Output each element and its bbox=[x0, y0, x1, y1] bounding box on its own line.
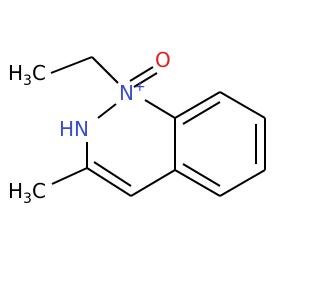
bond-c8a-n1 bbox=[144, 99, 176, 119]
bond-c8-c8-inner bbox=[182, 101, 221, 125]
bond-n1-o-a bbox=[129, 66, 154, 82]
atom-label-methyl-top: H3C bbox=[8, 61, 46, 89]
bond-c3-c4 bbox=[86, 167, 132, 197]
bond-n1-o-b bbox=[133, 72, 158, 88]
bond-n1-nh bbox=[97, 103, 117, 119]
atom-label-nh: HN bbox=[59, 117, 89, 141]
bond-c8a-c8 bbox=[174, 91, 221, 119]
bond-c6-c5 bbox=[219, 169, 266, 197]
bond-c5-c4a-inner bbox=[182, 163, 221, 187]
atom-label-oxygen: O bbox=[155, 48, 171, 72]
atom-label-n-oxide: N+ bbox=[119, 79, 146, 105]
bond-c3-ch3 bbox=[51, 167, 88, 185]
bond-c5-c4a bbox=[174, 169, 221, 197]
bond-ch3-ch2 bbox=[50, 56, 93, 74]
atom-label-methyl-bottom: H3C bbox=[8, 179, 46, 207]
bond-c8-c7 bbox=[219, 91, 266, 119]
molecule-diagram: H3C N+ O HN H3C bbox=[8, 48, 266, 207]
structure-canvas: H3C N+ O HN H3C bbox=[8, 48, 266, 207]
bond-c3-c4-inner bbox=[93, 161, 132, 187]
bond-c4-c4a bbox=[130, 169, 176, 197]
bond-ch2-n1 bbox=[91, 56, 119, 84]
